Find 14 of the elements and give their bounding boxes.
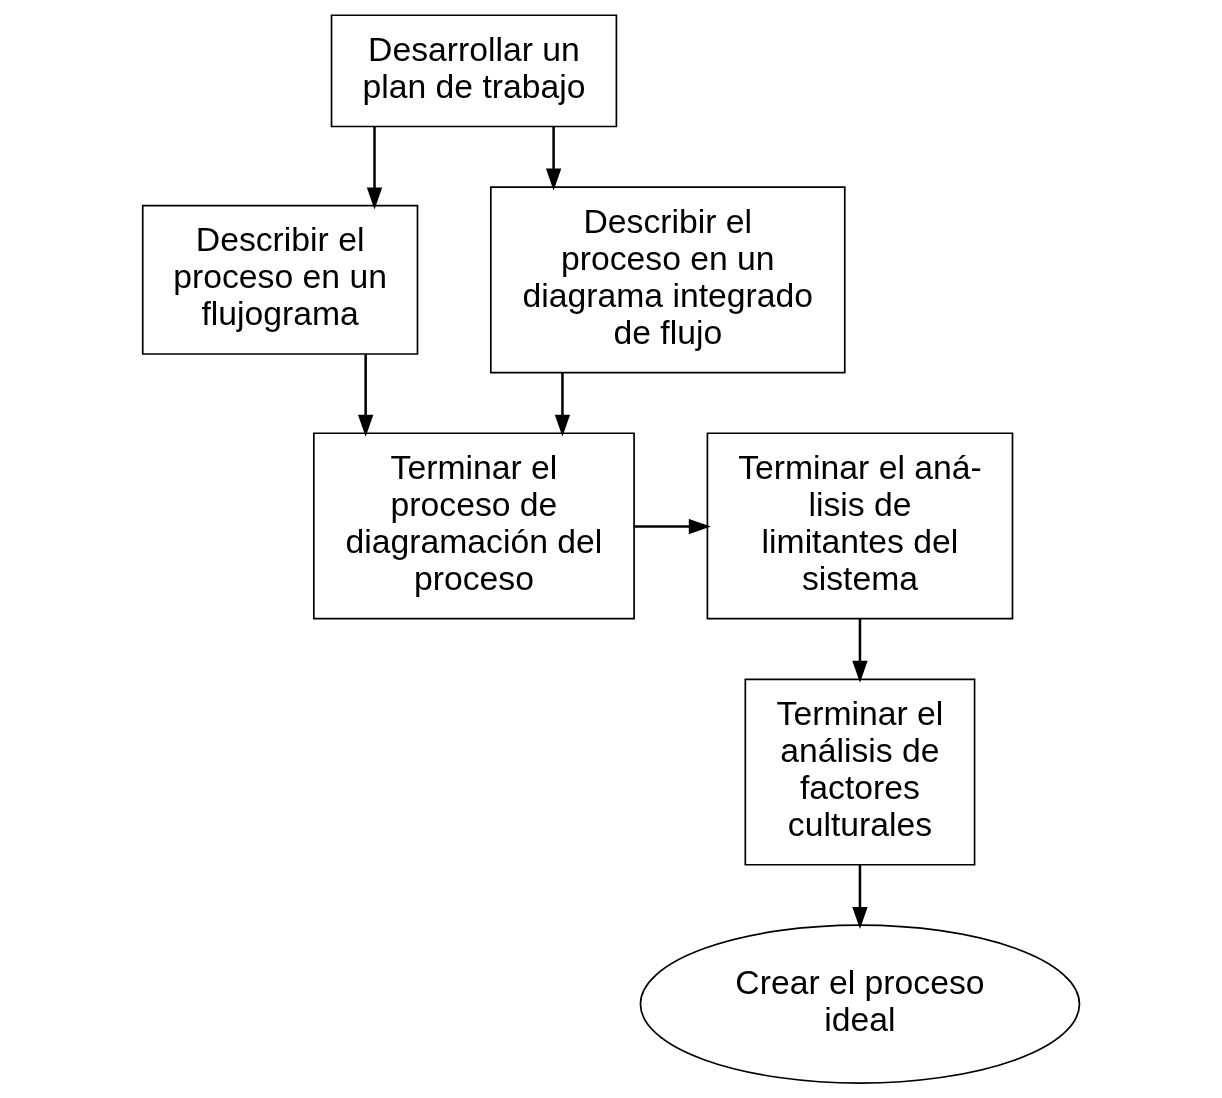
arrow — [545, 126, 562, 191]
arrow — [634, 518, 711, 535]
node-box: Terminar el aná- lisis de limitantes del sistema — [706, 432, 1014, 620]
node-box: Describir el proceso en un flujograma — [141, 204, 419, 355]
node-box: Terminar el análisis de factores culturales — [744, 678, 976, 866]
arrow — [366, 126, 383, 210]
arrow — [852, 619, 868, 683]
node-box: Terminar el proceso de diagramación del proceso — [313, 432, 635, 620]
arrow — [357, 354, 374, 437]
node-box: Desarrollar un plan de trabajo — [330, 14, 618, 128]
node-box: Describir el proceso en un diagrama integrado de flujo — [489, 186, 846, 374]
node-ellipse: Crear el proceso ideal — [639, 924, 1081, 1084]
arrow — [554, 372, 571, 437]
arrow — [852, 865, 868, 930]
